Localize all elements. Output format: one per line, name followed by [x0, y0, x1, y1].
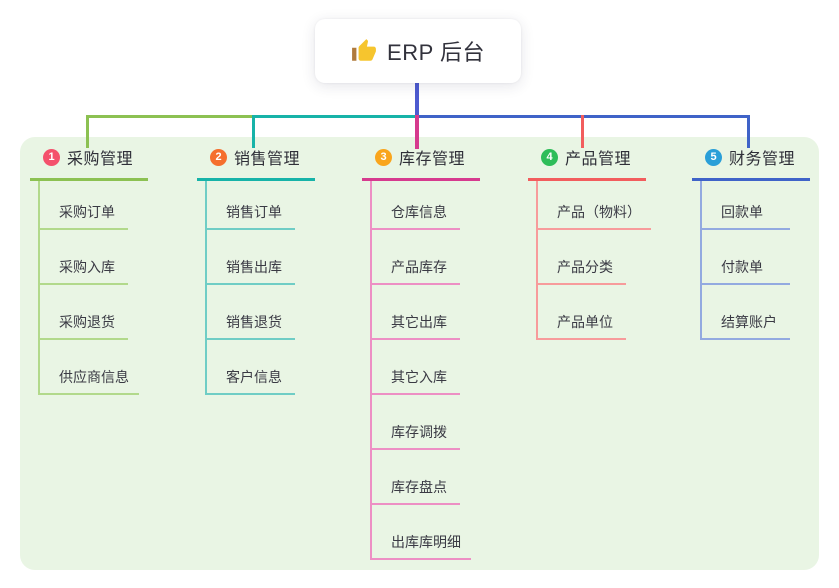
branch-children: 回款单 付款单 结算账户 — [700, 181, 790, 340]
branch-children: 产品（物料） 产品分类 产品单位 — [536, 181, 651, 340]
leaf-label: 回款单 — [721, 204, 763, 220]
connector-bus-teal — [252, 115, 417, 118]
leaf-label: 产品库存 — [391, 259, 447, 275]
branch-purchase: 1 采购管理 采购订单 采购入库 采购退货 供应商信息 — [30, 145, 149, 395]
leaf-label: 销售订单 — [226, 204, 282, 220]
branch-label: 销售管理 — [234, 151, 301, 168]
leaf-node[interactable]: 回款单 — [702, 181, 790, 230]
leaf-node[interactable]: 出库库明细 — [372, 505, 471, 560]
leaf-label: 销售出库 — [226, 259, 282, 275]
branch-children: 仓库信息 产品库存 其它出库 其它入库 库存调拨 库存盘点 出库库明细 — [370, 181, 471, 560]
branch-inventory: 3 库存管理 仓库信息 产品库存 其它出库 其它入库 库存调拨 库存盘点 出库库… — [362, 145, 481, 560]
branch-number-badge: 3 — [375, 148, 392, 166]
branch-label: 产品管理 — [565, 151, 632, 168]
connector-drop-4 — [581, 115, 584, 148]
leaf-node[interactable]: 采购订单 — [40, 181, 128, 230]
leaf-label: 产品（物料） — [557, 204, 641, 220]
leaf-node[interactable]: 产品单位 — [538, 285, 626, 340]
connector-drop-2 — [252, 115, 255, 148]
connector-root-line — [415, 83, 419, 118]
leaf-label: 付款单 — [721, 259, 763, 275]
leaf-label: 出库库明细 — [391, 534, 461, 550]
leaf-node[interactable]: 产品（物料） — [538, 181, 651, 230]
connector-bus-green — [86, 115, 255, 118]
leaf-node[interactable]: 产品库存 — [372, 230, 460, 285]
leaf-label: 库存盘点 — [391, 479, 447, 495]
leaf-node[interactable]: 采购退货 — [40, 285, 128, 340]
leaf-label: 其它入库 — [391, 369, 447, 385]
mindmap-panel — [20, 137, 819, 570]
leaf-node[interactable]: 供应商信息 — [40, 340, 139, 395]
leaf-node[interactable]: 库存盘点 — [372, 450, 460, 505]
root-title: ERP 后台 — [387, 40, 485, 65]
leaf-label: 销售退货 — [226, 314, 282, 330]
branch-number-badge: 2 — [210, 148, 227, 166]
leaf-node[interactable]: 库存调拨 — [372, 395, 460, 450]
leaf-label: 产品分类 — [557, 259, 613, 275]
branch-number-badge: 1 — [43, 148, 60, 166]
branch-label: 财务管理 — [729, 151, 796, 168]
leaf-node[interactable]: 采购入库 — [40, 230, 128, 285]
leaf-node[interactable]: 客户信息 — [207, 340, 295, 395]
leaf-node[interactable]: 销售退货 — [207, 285, 295, 340]
branch-number-badge: 4 — [541, 148, 558, 166]
branch-node-sales[interactable]: 2 销售管理 — [197, 145, 316, 181]
leaf-label: 仓库信息 — [391, 204, 447, 220]
leaf-label: 客户信息 — [226, 369, 282, 385]
thumbs-up-icon — [351, 38, 377, 64]
branch-label: 库存管理 — [399, 151, 466, 168]
leaf-node[interactable]: 付款单 — [702, 230, 790, 285]
branch-node-product[interactable]: 4 产品管理 — [528, 145, 647, 181]
leaf-label: 采购退货 — [59, 314, 115, 330]
branch-node-inventory[interactable]: 3 库存管理 — [362, 145, 481, 181]
leaf-node[interactable]: 结算账户 — [702, 285, 790, 340]
connector-drop-1 — [86, 115, 89, 148]
branch-number-badge: 5 — [705, 148, 722, 166]
leaf-node[interactable]: 销售出库 — [207, 230, 295, 285]
connector-drop-5 — [747, 115, 750, 148]
leaf-node[interactable]: 仓库信息 — [372, 181, 460, 230]
leaf-label: 结算账户 — [721, 314, 777, 330]
leaf-node[interactable]: 销售订单 — [207, 181, 295, 230]
root-node[interactable]: ERP 后台 — [315, 19, 521, 83]
branch-node-finance[interactable]: 5 财务管理 — [692, 145, 811, 181]
branch-product: 4 产品管理 产品（物料） 产品分类 产品单位 — [528, 145, 651, 340]
leaf-label: 库存调拨 — [391, 424, 447, 440]
leaf-label: 采购订单 — [59, 204, 115, 220]
branch-node-purchase[interactable]: 1 采购管理 — [30, 145, 149, 181]
branch-sales: 2 销售管理 销售订单 销售出库 销售退货 客户信息 — [197, 145, 316, 395]
branch-finance: 5 财务管理 回款单 付款单 结算账户 — [692, 145, 811, 340]
leaf-node[interactable]: 其它出库 — [372, 285, 460, 340]
connector-drop-3 — [415, 115, 419, 149]
leaf-label: 供应商信息 — [59, 369, 129, 385]
branch-children: 采购订单 采购入库 采购退货 供应商信息 — [38, 181, 139, 395]
leaf-node[interactable]: 产品分类 — [538, 230, 626, 285]
leaf-label: 采购入库 — [59, 259, 115, 275]
branch-children: 销售订单 销售出库 销售退货 客户信息 — [205, 181, 295, 395]
branch-label: 采购管理 — [67, 151, 134, 168]
leaf-label: 其它出库 — [391, 314, 447, 330]
leaf-node[interactable]: 其它入库 — [372, 340, 460, 395]
leaf-label: 产品单位 — [557, 314, 613, 330]
